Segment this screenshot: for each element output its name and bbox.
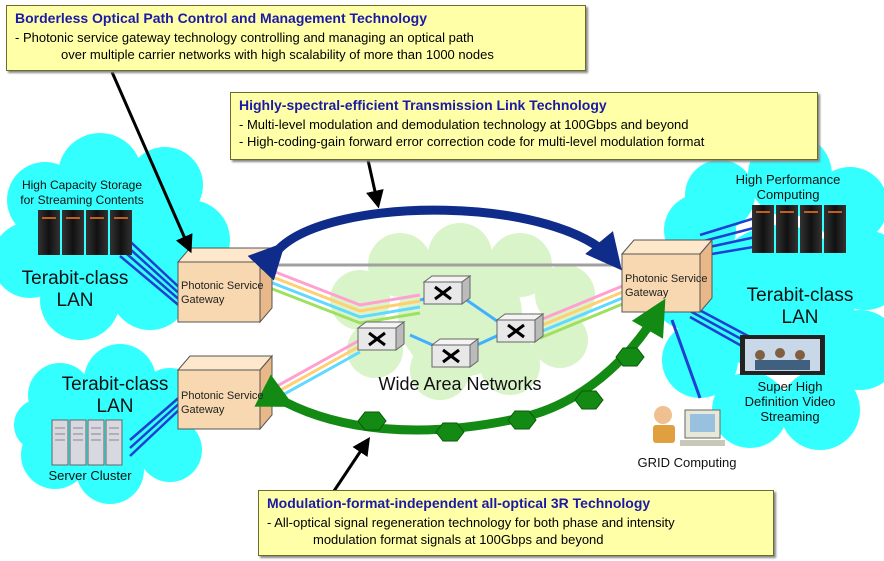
callout-regeneration-title: Modulation-format-independent all-optica…	[267, 495, 651, 511]
video-screen-icon	[740, 335, 825, 375]
wan-label: Wide Area Networks	[378, 374, 542, 394]
callout-regeneration-line2: modulation format signals at 100Gbps and…	[313, 532, 604, 547]
storage-rack-icon	[38, 210, 132, 255]
gateway-label-right: Photonic Service Gateway	[625, 273, 708, 299]
callout-regeneration: Modulation-format-independent all-optica…	[258, 490, 774, 556]
transmission-arc	[247, 205, 622, 281]
callout-borderless-line2: over multiple carrier networks with high…	[61, 47, 494, 62]
callout-arrow-borderless	[110, 71, 193, 254]
callout-arrow-spectral	[366, 159, 384, 209]
callout-borderless: Borderless Optical Path Control and Mana…	[6, 5, 586, 71]
callout-borderless-line1: - Photonic service gateway technology co…	[15, 30, 474, 45]
callout-spectral-line2: - High-coding-gain forward error correct…	[239, 134, 705, 149]
callout-spectral: Highly-spectral-efficient Transmission L…	[230, 92, 818, 160]
callout-borderless-title: Borderless Optical Path Control and Mana…	[15, 10, 428, 26]
storage-label: High Capacity Storage for Streaming Cont…	[20, 178, 144, 207]
regenerator-hexagons	[357, 347, 645, 442]
hpc-label: High Performance Computing	[735, 172, 841, 202]
shd-video-label: Super High Definition Video Streaming	[744, 379, 836, 424]
callout-spectral-line1: - Multi-level modulation and demodulatio…	[239, 117, 689, 132]
hpc-rack-icon	[752, 205, 846, 253]
lan-label-top-left: Terabit-class LAN	[21, 268, 129, 311]
gateway-box-bottom-left	[176, 354, 274, 431]
lan-label-bottom-left: Terabit-class LAN	[61, 374, 169, 417]
grid-label: GRID Computing	[637, 455, 737, 470]
grid-computer-icon	[653, 406, 725, 446]
callout-regeneration-line1: - All-optical signal regeneration techno…	[267, 515, 675, 530]
lan-label-right: Terabit-class LAN	[746, 285, 854, 328]
server-cluster-icon	[51, 419, 123, 466]
callout-spectral-title: Highly-spectral-efficient Transmission L…	[239, 97, 607, 113]
server-cluster-label: Server Cluster	[48, 468, 132, 483]
gateway-label-top-left: Photonic Service Gateway	[181, 280, 264, 306]
gateway-label-bottom-left: Photonic Service Gateway	[181, 390, 264, 416]
